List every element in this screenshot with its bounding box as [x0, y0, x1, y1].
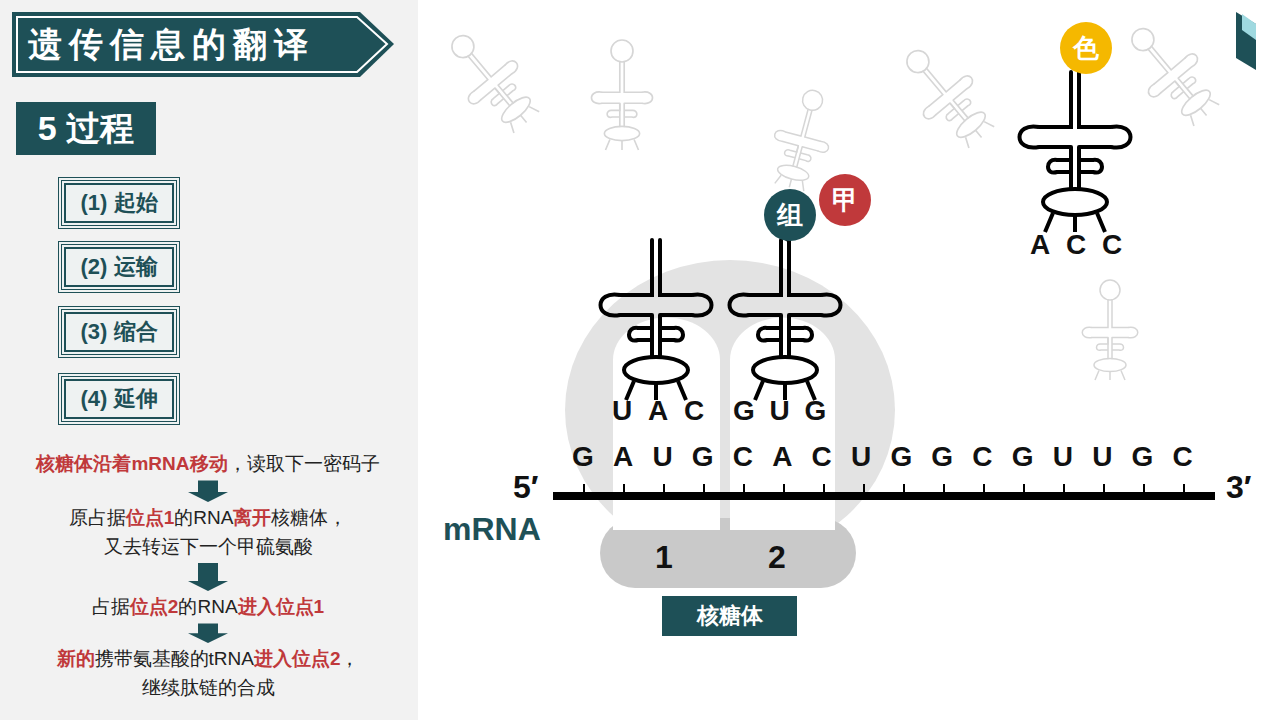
flow-arrow: [188, 481, 228, 503]
tick: [903, 484, 905, 496]
tick: [743, 484, 745, 496]
amino-acid: 色: [1060, 22, 1112, 74]
diagram-label: 2: [768, 541, 786, 573]
base-sequence: GAUGCACUGGCGUUGC: [572, 443, 1212, 471]
corner-icon: [1236, 12, 1256, 70]
node-text: 原占据位点1的RNA离开核糖体，又去转运下一个甲硫氨酸: [60, 504, 356, 561]
mrna-ticks: [584, 484, 1184, 496]
tick: [583, 484, 585, 496]
left-panel: [0, 0, 418, 720]
node-text: 新的携带氨基酸的tRNA进入位点2，继续肽链的合成: [51, 645, 365, 702]
flow-arrow: [188, 563, 228, 591]
tick: [703, 484, 705, 496]
node-text: 占据位点2的RNA进入位点1: [92, 593, 324, 622]
flow-step: 原占据位点1的RNA离开核糖体，又去转运下一个甲硫氨酸: [60, 504, 356, 561]
node-text: 甲: [832, 183, 858, 218]
diagram-label: 3′: [1226, 471, 1251, 503]
amino-acid: 甲: [819, 174, 871, 226]
title-banner-border: [17, 17, 387, 72]
tick: [983, 484, 985, 496]
mrna-strand: [553, 492, 1215, 500]
tick: [823, 484, 825, 496]
tick: [1063, 484, 1065, 496]
base-sequence: UAC: [612, 397, 720, 425]
tick: [623, 484, 625, 496]
node-text: 核糖体: [697, 601, 763, 631]
diagram-label: 1: [655, 541, 673, 573]
amino-acid: 组: [764, 189, 816, 241]
tick: [943, 484, 945, 496]
tick: [1143, 484, 1145, 496]
flow-step: 新的携带氨基酸的tRNA进入位点2，继续肽链的合成: [51, 645, 365, 702]
slide-title: 遗传信息的翻译: [28, 24, 315, 64]
step-button: (1) 起始: [58, 177, 180, 229]
tick: [783, 484, 785, 496]
tick: [663, 484, 665, 496]
base-sequence: GUG: [733, 397, 841, 425]
node-text: 组: [777, 198, 803, 233]
node-text: (3) 缩合: [81, 317, 158, 347]
node-text: 核糖体沿着mRNA移动，读取下一密码子: [36, 450, 379, 479]
node-text: 5 过程: [38, 106, 134, 152]
node-text: 色: [1073, 31, 1099, 66]
flow-step: 核糖体沿着mRNA移动，读取下一密码子: [6, 450, 410, 479]
title-banner: [12, 12, 394, 77]
diagram-label: mRNA: [443, 513, 541, 545]
tick: [1183, 484, 1185, 496]
step-button: (3) 缩合: [58, 306, 180, 358]
node-text: (2) 运输: [81, 252, 158, 282]
corner-icon: [1242, 14, 1256, 40]
base-sequence: ACC: [1030, 231, 1138, 259]
step-button: (4) 延伸: [58, 373, 180, 425]
tick: [863, 484, 865, 496]
step-button: (2) 运输: [58, 241, 180, 293]
ribosome-tag: 核糖体: [662, 596, 797, 636]
node-text: (1) 起始: [81, 188, 158, 218]
node-text: (4) 延伸: [81, 384, 158, 414]
flow-arrow: [188, 624, 228, 644]
flow-step: 占据位点2的RNA进入位点1: [43, 593, 373, 622]
tick: [1103, 484, 1105, 496]
tick: [1023, 484, 1025, 496]
section-heading: 5 过程: [16, 102, 156, 155]
diagram-label: 5′: [513, 471, 538, 503]
